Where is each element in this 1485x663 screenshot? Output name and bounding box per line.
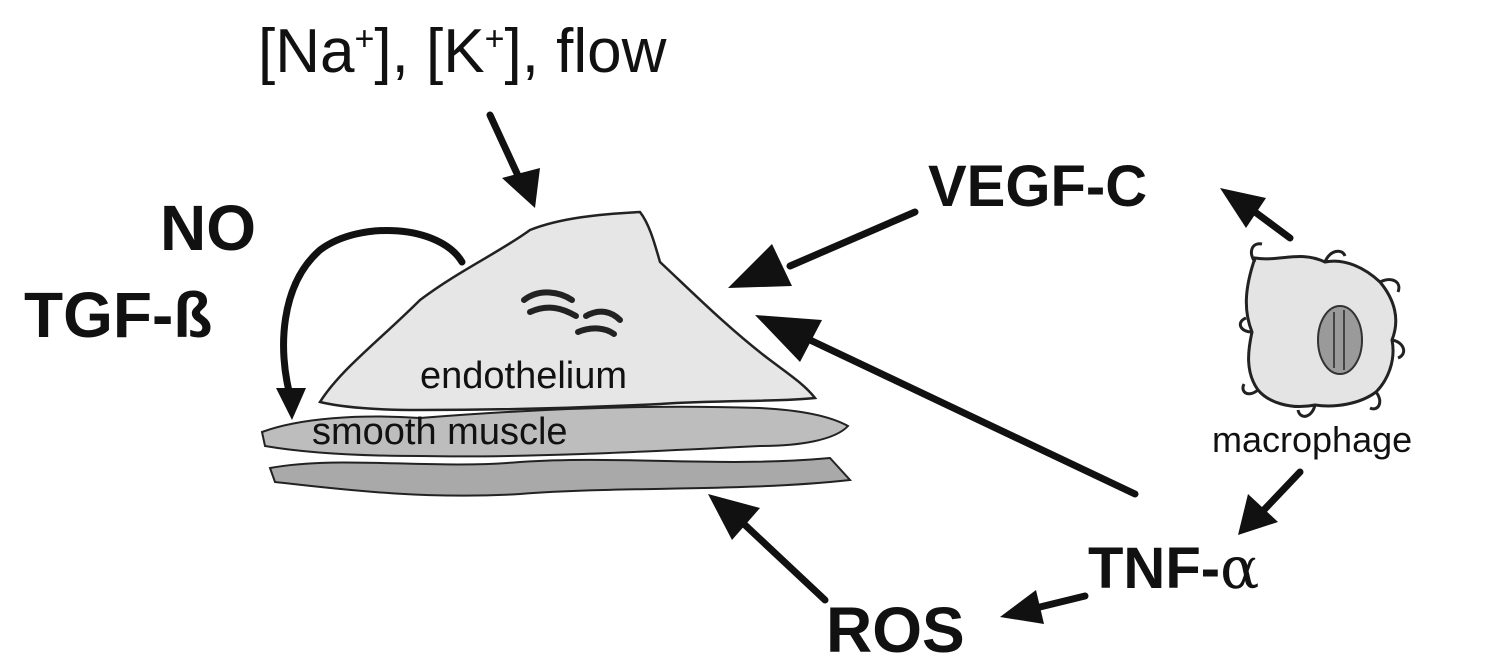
arrow-tnf-to-ros <box>1040 596 1085 607</box>
arrow-head-mac-vegf <box>1220 188 1266 228</box>
arrow-head-stimuli <box>502 168 540 208</box>
stimuli-label: [Na+], [K+], flow <box>258 17 667 86</box>
arrow-vegf-to-endothelium <box>790 212 915 266</box>
arrow-head-vegf <box>728 244 792 288</box>
tnf-greek: α <box>1220 534 1259 602</box>
tnf-prefix: TNF- <box>1088 536 1220 601</box>
arrow-head-tnf-ros <box>1000 590 1044 624</box>
arrow-macrophage-to-vegf <box>1255 212 1290 238</box>
ros-label: ROS <box>826 594 965 663</box>
stimuli-sup1: + <box>354 20 374 58</box>
macrophage-cell <box>1240 244 1403 417</box>
arrow-macrophage-to-tnf <box>1262 472 1300 512</box>
stimuli-suffix: ], flow <box>504 17 666 86</box>
endothelium-label: endothelium <box>420 355 627 397</box>
stimuli-mid: ], [K <box>374 17 484 86</box>
arrow-tnf-to-endothelium <box>810 340 1135 494</box>
arrow-head-no <box>276 388 306 420</box>
tgf-label: TGF-ß <box>24 279 212 351</box>
macrophage-label: macrophage <box>1212 419 1412 460</box>
stimuli-prefix: [Na <box>258 17 355 86</box>
arrow-ros-to-muscle <box>745 525 825 600</box>
tnf-label: TNF-α <box>1088 534 1259 602</box>
vegf-label: VEGF-C <box>928 154 1147 219</box>
arrow-stimuli-to-endothelium <box>490 115 520 180</box>
stimuli-sup2: + <box>485 20 505 58</box>
no-label: NO <box>160 192 256 264</box>
smooth-muscle-label: smooth muscle <box>312 411 568 453</box>
